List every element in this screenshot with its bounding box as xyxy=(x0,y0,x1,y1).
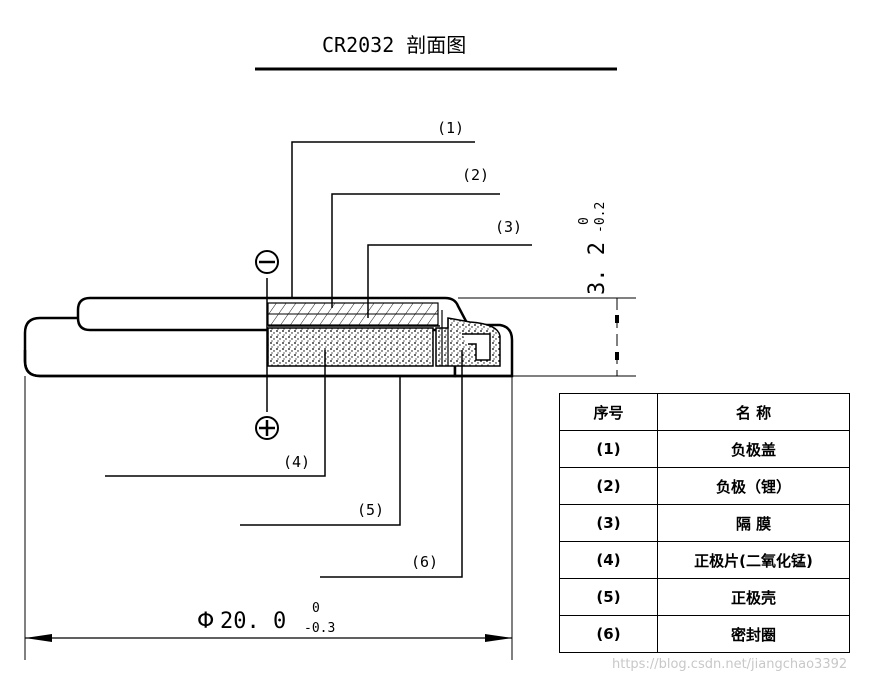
arrow-left xyxy=(25,634,52,642)
part-name: 隔 膜 xyxy=(657,504,850,542)
part-name: 负极（锂） xyxy=(657,467,850,505)
part-no: (3) xyxy=(559,504,658,542)
table-row: (5) 正极壳 xyxy=(559,578,850,616)
minus-circle-icon xyxy=(255,250,279,274)
callout-2: (2) xyxy=(462,166,489,184)
watermark: https://blog.csdn.net/jiangchao3392 xyxy=(612,657,848,672)
thickness-value: 3. 2 xyxy=(585,242,610,295)
table-header-row: 序号 名 称 xyxy=(559,393,850,431)
callout-3: (3) xyxy=(495,218,522,236)
header-index: 序号 xyxy=(559,393,658,431)
diameter-symbol: Φ xyxy=(197,609,214,634)
leader-line-1 xyxy=(291,141,475,298)
part-name: 正极壳 xyxy=(657,578,850,616)
part-name: 正极片(二氧化锰) xyxy=(657,541,850,579)
callout-4: (4) xyxy=(283,453,310,471)
table-row: (3) 隔 膜 xyxy=(559,504,850,542)
cathode-layer xyxy=(267,327,434,367)
leader-line-3 xyxy=(367,244,532,318)
thickness-tol-lower: -0.2 xyxy=(593,202,608,233)
table-row: (6) 密封圈 xyxy=(559,615,850,653)
arrow-right xyxy=(485,634,512,642)
part-no: (1) xyxy=(559,430,658,468)
callout-5: (5) xyxy=(357,501,384,519)
table-row: (2) 负极（锂） xyxy=(559,467,850,505)
leader-line-5 xyxy=(240,376,401,526)
seal-inner-fold xyxy=(462,333,491,361)
callout-1: (1) xyxy=(437,119,464,137)
diameter-tol-lower: -0.3 xyxy=(304,621,335,636)
callout-6: (6) xyxy=(411,553,438,571)
part-no: (2) xyxy=(559,467,658,505)
parts-table: 序号 名 称 (1) 负极盖 (2) 负极（锂） (3) 隔 膜 (4) 正极片… xyxy=(559,393,850,653)
dim-tick xyxy=(615,315,619,323)
header-name: 名 称 xyxy=(657,393,850,431)
part-name: 负极盖 xyxy=(657,430,850,468)
leader-line-6 xyxy=(320,350,463,578)
diameter-value: 20. 0 xyxy=(220,609,286,634)
lower-body xyxy=(23,350,512,378)
part-no: (4) xyxy=(559,541,658,579)
plus-circle-icon xyxy=(255,416,279,440)
part-no: (6) xyxy=(559,615,658,653)
table-row: (1) 负极盖 xyxy=(559,430,850,468)
thickness-tol-upper: 0 xyxy=(577,217,592,225)
part-no: (5) xyxy=(559,578,658,616)
leader-line-4 xyxy=(105,350,326,477)
leader-line-2 xyxy=(331,193,500,308)
diagram-title: CR2032 剖面图 xyxy=(322,33,466,57)
table-row: (4) 正极片(二氧化锰) xyxy=(559,541,850,579)
diameter-tol-upper: 0 xyxy=(312,601,320,616)
dim-tick-2 xyxy=(615,352,619,360)
part-name: 密封圈 xyxy=(657,615,850,653)
